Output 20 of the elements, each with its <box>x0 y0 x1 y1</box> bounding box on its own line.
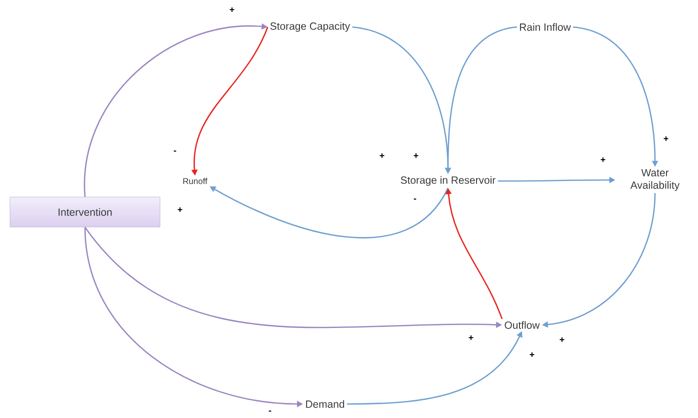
polarity-sign: - <box>268 410 272 412</box>
polarity-sign: + <box>664 136 668 141</box>
polarity-sign: + <box>530 352 534 357</box>
polarity-sign: - <box>174 150 176 152</box>
polarity-sign: + <box>380 153 384 158</box>
variable-label: Outflow <box>504 321 540 329</box>
polarity-sign: + <box>468 335 474 340</box>
polarity-sign: + <box>178 207 182 212</box>
variable-label: Water Availability <box>630 169 680 191</box>
variable-label: Storage Capacity <box>270 22 350 32</box>
variable-label: Demand <box>306 400 344 408</box>
polarity-sign: + <box>560 337 564 342</box>
polarity-sign: + <box>414 153 418 158</box>
intervention-box: Intervention <box>10 196 160 228</box>
polarity-sign: + <box>600 157 606 162</box>
polarity-sign: + <box>230 7 234 12</box>
polarity-sign: - <box>414 198 416 200</box>
variable-label: Rain Inflow <box>520 23 571 31</box>
variable-label: Storage in Reservoir <box>400 176 496 186</box>
variable-label: Runoff <box>183 178 208 184</box>
